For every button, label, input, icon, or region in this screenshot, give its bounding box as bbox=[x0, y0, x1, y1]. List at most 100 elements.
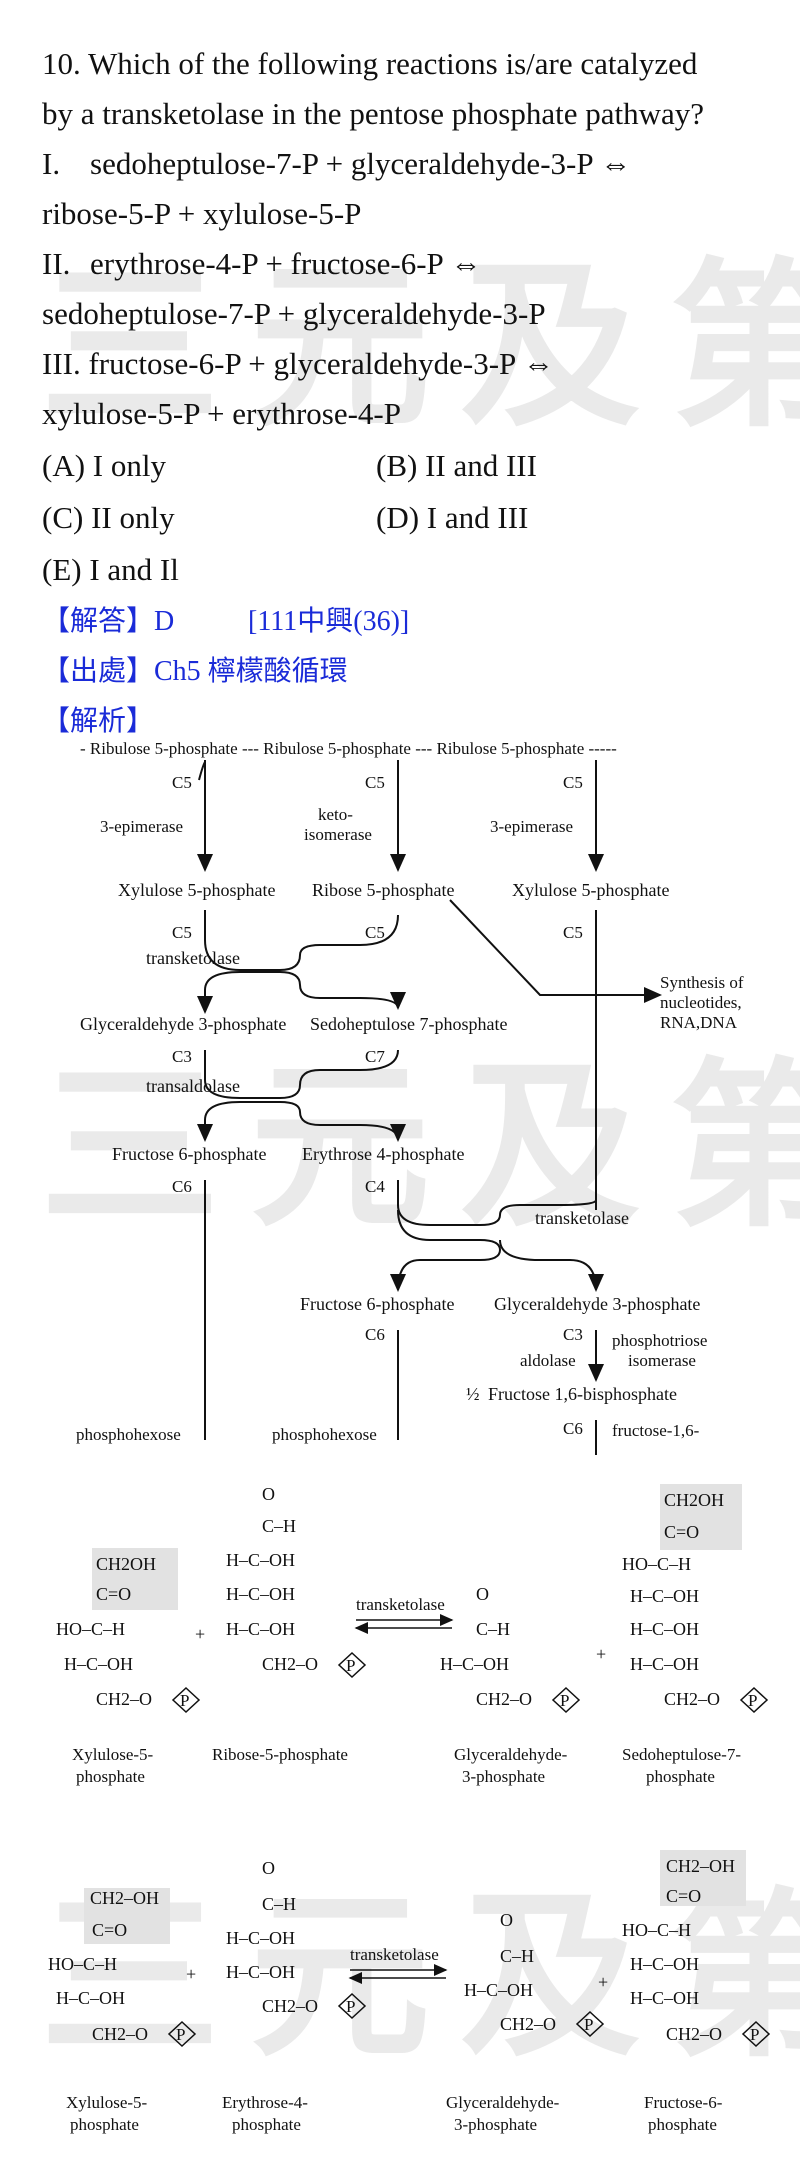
s7p-c4: H–C–OH bbox=[630, 1586, 699, 1606]
g3p2-o: O bbox=[500, 1910, 513, 1930]
erythrose-c1: C–H bbox=[262, 1894, 296, 1914]
question-line-1: 10. Which of the following reactions is/… bbox=[42, 46, 698, 81]
answer-source: [111中興(36)] bbox=[248, 606, 410, 637]
aldolase-label: aldolase bbox=[520, 1351, 576, 1370]
c5-label-5: C5 bbox=[365, 923, 385, 942]
s7p-name-1: Sedoheptulose-7- bbox=[622, 1745, 741, 1764]
p2-3: P bbox=[584, 2015, 593, 2034]
fbp-label: Fructose 1,6-bisphosphate bbox=[488, 1384, 677, 1404]
xylulose2-name-2: phosphate bbox=[70, 2115, 139, 2134]
s7p-c7: CH2–O bbox=[664, 1689, 720, 1709]
xylulose-c2: C=O bbox=[96, 1584, 131, 1604]
plus-3: + bbox=[186, 1964, 196, 1984]
option-a: (A) I only bbox=[42, 448, 166, 483]
xylulose2-c1: CH2–OH bbox=[90, 1888, 159, 1908]
reaction-2-structures: CH2–OH C=O HO–C–H H–C–OH CH2–O O C–H H–C… bbox=[48, 1850, 771, 2134]
statement-i-part-b: ribose-5-P + xylulose-5-P bbox=[42, 196, 362, 231]
p-4: P bbox=[748, 1691, 757, 1710]
g3p2-name-2: 3-phosphate bbox=[454, 2115, 537, 2134]
transketolase-r2: transketolase bbox=[350, 1945, 439, 1964]
f6p-c4: H–C–OH bbox=[630, 1954, 699, 1974]
statement-iii-part-b: xylulose-5-P + erythrose-4-P bbox=[42, 396, 401, 431]
ribose-o: O bbox=[262, 1484, 275, 1504]
g3p2-c1: C–H bbox=[500, 1946, 534, 1966]
xylulose-5p-label-2: Xylulose 5-phosphate bbox=[512, 880, 669, 900]
erythrose-o: O bbox=[262, 1858, 275, 1878]
option-d: (D) I and III bbox=[376, 500, 529, 535]
statement-i-part-a: sedoheptulose-7-P + glyceraldehyde-3-P ⇔ bbox=[90, 146, 632, 181]
g3p-label-1: Glyceraldehyde 3-phosphate bbox=[80, 1014, 286, 1034]
source-label: 【出處】Ch5 檸檬酸循環 bbox=[42, 656, 348, 687]
statement-ii-part-a: erythrose-4-P + fructose-6-P ⇔ bbox=[90, 246, 482, 281]
answer-label: 【解答】D bbox=[42, 606, 175, 637]
g3p-c1: C–H bbox=[476, 1619, 510, 1639]
reaction-1-structures: CH2OH C=O HO–C–H H–C–OH CH2–O O C–H H–C–… bbox=[56, 1484, 769, 1786]
c5-label-3: C5 bbox=[563, 773, 583, 792]
c4-label: C4 bbox=[365, 1177, 385, 1196]
ribose-c3: H–C–OH bbox=[226, 1584, 295, 1604]
watermark-2: 三元及第 bbox=[40, 1043, 800, 1252]
isomerase-label: isomerase bbox=[304, 825, 372, 844]
pentose-phosphate-pathway-diagram: - Ribulose 5-phosphate --- Ribulose 5-ph… bbox=[76, 740, 744, 1455]
statement-ii-part-b: sedoheptulose-7-P + glyceraldehyde-3-P bbox=[42, 296, 546, 331]
synthesis-line-1: Synthesis of bbox=[660, 973, 744, 992]
p2-4: P bbox=[750, 2025, 759, 2044]
s7p-c2: C=O bbox=[664, 1522, 699, 1542]
g3p-name-2: 3-phosphate bbox=[462, 1767, 545, 1786]
ribose-5p-label: Ribose 5-phosphate bbox=[312, 880, 454, 900]
synthesis-line-2: nucleotides, bbox=[660, 993, 742, 1012]
c5-label-1: C5 bbox=[172, 773, 192, 792]
c5-label-6: C5 bbox=[563, 923, 583, 942]
c6-label-1: C6 bbox=[172, 1177, 192, 1196]
s7p-c3: HO–C–H bbox=[622, 1554, 691, 1574]
s7p-label: Sedoheptulose 7-phosphate bbox=[310, 1014, 507, 1034]
option-b: (B) II and III bbox=[376, 448, 537, 483]
f6p-c6: CH2–O bbox=[666, 2024, 722, 2044]
xylulose2-c2: C=O bbox=[92, 1920, 127, 1940]
question-line-2: by a transketolase in the pentose phosph… bbox=[42, 96, 704, 131]
g3p-o: O bbox=[476, 1584, 489, 1604]
xylulose-name-2: phosphate bbox=[76, 1767, 145, 1786]
xylulose-name-1: Xylulose-5- bbox=[72, 1745, 154, 1764]
xylulose-c4: H–C–OH bbox=[64, 1654, 133, 1674]
g3p2-c2: H–C–OH bbox=[464, 1980, 533, 2000]
option-c: (C) II only bbox=[42, 500, 175, 535]
p-3: P bbox=[560, 1691, 569, 1710]
xylulose-5p-label-1: Xylulose 5-phosphate bbox=[118, 880, 275, 900]
fbp-enzyme-label: fructose-1,6- bbox=[612, 1421, 700, 1440]
watermark-1: 三元及第 bbox=[40, 243, 800, 452]
statement-ii-number: II. bbox=[42, 246, 71, 281]
f6p-c5: H–C–OH bbox=[630, 1988, 699, 2008]
statement-i-number: I. bbox=[42, 146, 61, 181]
transketolase-r1: transketolase bbox=[356, 1595, 445, 1614]
c5-label-4: C5 bbox=[172, 923, 192, 942]
s7p-c1: CH2OH bbox=[664, 1490, 724, 1510]
phosphotriose-label-1: phosphotriose bbox=[612, 1331, 707, 1350]
c3-label-2: C3 bbox=[563, 1325, 583, 1344]
phosphohexose-label-1: phosphohexose bbox=[76, 1425, 181, 1444]
f6p-c1: CH2–OH bbox=[666, 1856, 735, 1876]
xylulose-c3: HO–C–H bbox=[56, 1619, 125, 1639]
xylulose2-name-1: Xylulose-5- bbox=[66, 2093, 148, 2112]
erythrose-c2: H–C–OH bbox=[226, 1928, 295, 1948]
xylulose2-c4: H–C–OH bbox=[56, 1988, 125, 2008]
e4p-label: Erythrose 4-phosphate bbox=[302, 1144, 464, 1164]
c3-label-1: C3 bbox=[172, 1047, 192, 1066]
p-2: P bbox=[346, 1656, 355, 1675]
p2-1: P bbox=[176, 2025, 185, 2044]
plus-2: + bbox=[596, 1644, 606, 1664]
xylulose2-c3: HO–C–H bbox=[48, 1954, 117, 1974]
option-e: (E) I and Il bbox=[42, 552, 179, 587]
ribose-c4: H–C–OH bbox=[226, 1619, 295, 1639]
analysis-label: 【解析】 bbox=[42, 706, 155, 737]
f6p-name-1: Fructose-6- bbox=[644, 2093, 723, 2112]
g3p-c2: H–C–OH bbox=[440, 1654, 509, 1674]
f6p-label-2: Fructose 6-phosphate bbox=[300, 1294, 454, 1314]
transketolase-label-2: transketolase bbox=[535, 1208, 629, 1228]
s7p-c6: H–C–OH bbox=[630, 1654, 699, 1674]
e4p-name-2: phosphate bbox=[232, 2115, 301, 2134]
erythrose-c3: H–C–OH bbox=[226, 1962, 295, 1982]
e4p-name-1: Erythrose-4- bbox=[222, 2093, 308, 2112]
g3p2-c3: CH2–O bbox=[500, 2014, 556, 2034]
xylulose2-c5: CH2–O bbox=[92, 2024, 148, 2044]
